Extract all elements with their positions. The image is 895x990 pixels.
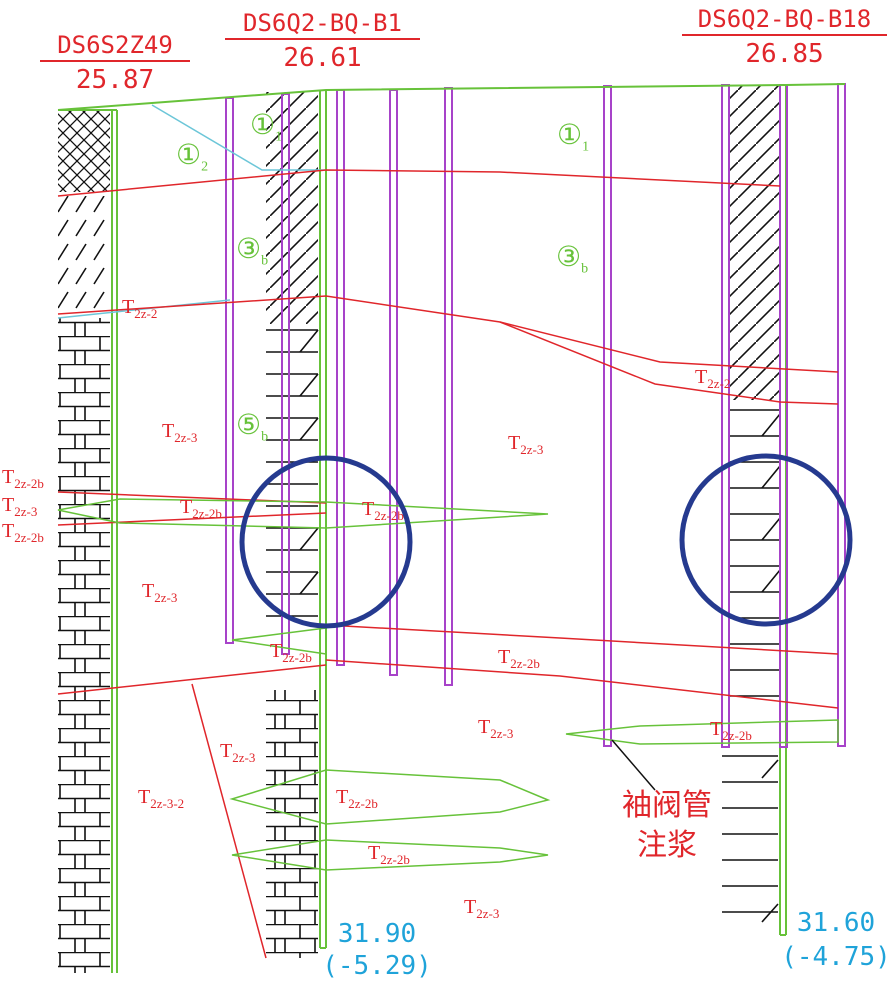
layer-label-3b-b: ③b (556, 242, 589, 277)
stratum-label: T2z-2b (710, 718, 752, 743)
callout-line-2: 注浆 (637, 829, 697, 862)
stratum-label: T2z-2b (368, 842, 410, 867)
stratum-label: T2z-3 (464, 896, 500, 921)
borehole-header-b1: DS6Q2-BQ-B1 26.61 (225, 8, 420, 76)
stratum-label: T2z-3 (220, 740, 256, 765)
ground-surface (57, 83, 846, 111)
bottom-elevation: (-5.29) (322, 951, 432, 981)
callout-sleeve-grouting: 袖阀管 注浆 (612, 786, 722, 866)
stratum-label: T2z-3 (508, 432, 544, 457)
stratum-label: T2z-2 (122, 296, 158, 321)
bottom-elevation: (-4.75) (781, 942, 891, 972)
highlight-circle-b1 (239, 455, 413, 629)
stratum-label: T2z-2b (270, 640, 312, 665)
stratum-label: T2z-3 (2, 494, 38, 519)
borehole-id: DS6S2Z49 (40, 30, 190, 62)
stratum-label: T2z-2b (2, 466, 44, 491)
borehole-elevation: 26.61 (283, 43, 362, 73)
borehole-header-b18: DS6Q2-BQ-B18 26.85 (682, 4, 887, 72)
stratum-label: T2z-3-2 (138, 786, 185, 811)
borehole-header-ds6s2z49: DS6S2Z49 25.87 (40, 30, 190, 98)
stratum-label: T2z-3 (142, 580, 178, 605)
layer-label-3b-a: ③b (236, 234, 269, 269)
bottom-depth: 31.60 (796, 908, 876, 938)
borehole-b18-bottom: 31.60 (-4.75) (780, 906, 892, 974)
borehole-b18-column (722, 85, 787, 936)
bottom-depth: 31.90 (337, 919, 417, 949)
stratum-label: T2z-2b (180, 496, 222, 521)
highlight-circle-b18 (679, 453, 853, 627)
stratum-label: T2z-3 (478, 716, 514, 741)
stratum-boundaries (57, 169, 839, 959)
layer-label-5b: ⑤b (236, 410, 269, 445)
stratum-label: T2z-2b (498, 646, 540, 671)
borehole-ds6s2z49-column (58, 109, 118, 973)
borehole-id: DS6Q2-BQ-B1 (225, 8, 420, 40)
layer-label-1-1: ①1 (250, 110, 283, 145)
callout-leader (611, 739, 656, 791)
borehole-elevation: 26.85 (745, 39, 824, 69)
lens-bodies (57, 498, 839, 871)
layer-label-1-2: ①2 (176, 140, 209, 175)
borehole-b1-bottom: 31.90 (-5.29) (322, 918, 432, 982)
callout-line-1: 袖阀管 (622, 789, 712, 822)
borehole-elevation: 25.87 (75, 65, 155, 95)
stratum-label: T2z-2b (362, 498, 404, 523)
stratum-label: T2z-2b (2, 520, 44, 545)
stratum-label: T2z-2b (336, 786, 378, 811)
layer-label-1-1b: ①1 (557, 120, 590, 155)
borehole-b1-column (266, 90, 327, 958)
stratum-label: T2z-2 (695, 366, 731, 391)
borehole-id: DS6Q2-BQ-B18 (682, 4, 887, 36)
stratum-label: T2z-3 (162, 420, 198, 445)
fill-boundary (151, 104, 326, 171)
layer-3b-boundary (57, 299, 231, 319)
